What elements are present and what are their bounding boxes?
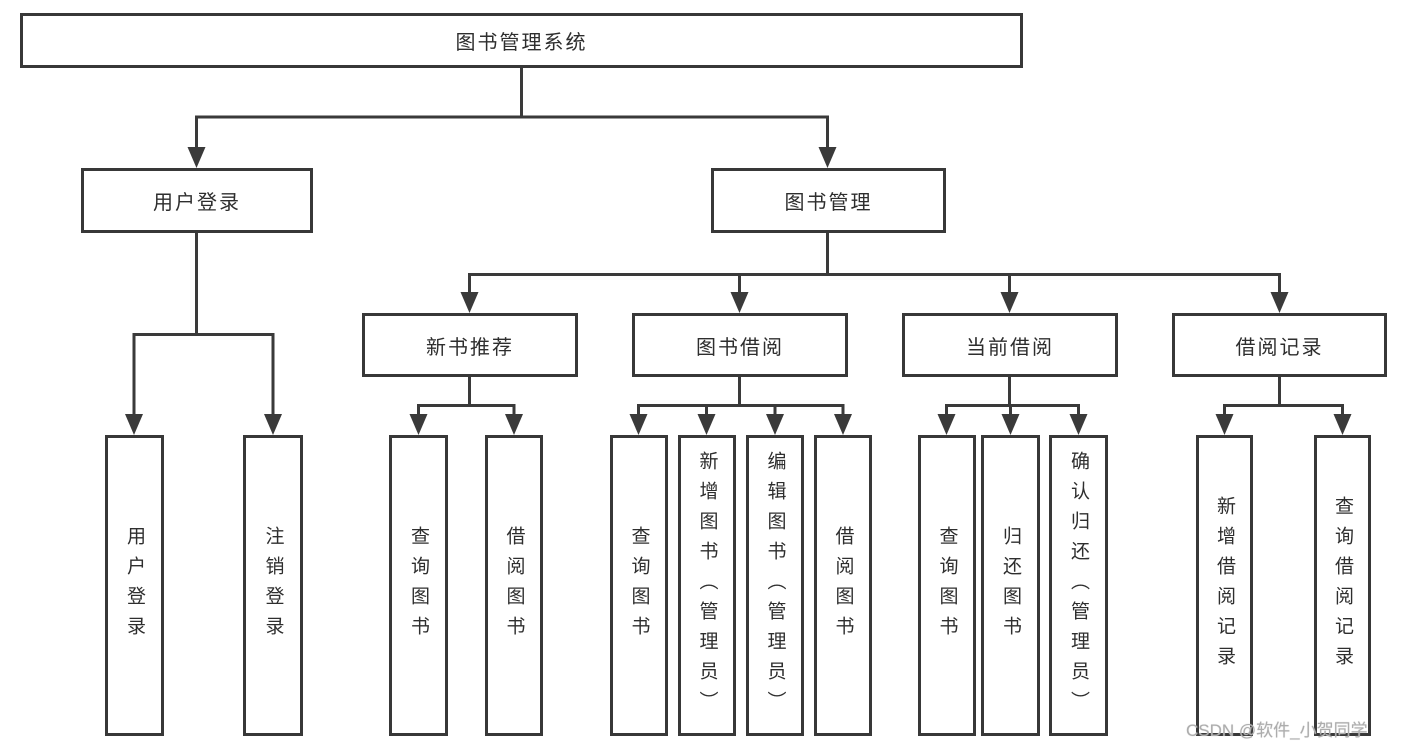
leaf-query-books-recommend: 查询图书: [389, 435, 448, 736]
leaf-add-borrow-record: 新增借阅记录: [1196, 435, 1253, 736]
leaf-query-books-borrow-label: 查询图书: [628, 525, 650, 646]
node-borrow-record-label: 借阅记录: [1235, 336, 1324, 359]
leaf-query-borrow-record: 查询借阅记录: [1314, 435, 1371, 736]
node-new-book-recommend-label: 新书推荐: [426, 336, 514, 359]
leaf-add-book-admin: 新增图书（管理员）: [678, 435, 736, 736]
leaf-query-books-borrow: 查询图书: [610, 435, 668, 736]
leaf-confirm-return-admin-label: 确认归还（管理员）: [1068, 450, 1089, 721]
node-root-system: 图书管理系统: [20, 13, 1023, 68]
leaf-query-books-current-label: 查询图书: [936, 525, 958, 646]
leaf-query-books-recommend-label: 查询图书: [408, 525, 429, 646]
leaf-confirm-return-admin: 确认归还（管理员）: [1049, 435, 1108, 736]
node-current-borrow-label: 当前借阅: [966, 336, 1054, 359]
leaf-add-borrow-record-label: 新增借阅记录: [1214, 495, 1235, 676]
node-user-login: 用户登录: [81, 168, 313, 233]
node-root-label: 图书管理系统: [455, 32, 588, 54]
leaf-borrow-books-label: 借阅图书: [832, 525, 854, 646]
leaf-borrow-books-recommend-label: 借阅图书: [503, 525, 525, 646]
node-book-management-label: 图书管理: [784, 192, 873, 214]
leaf-query-borrow-record-label: 查询借阅记录: [1332, 495, 1353, 676]
leaf-query-books-current: 查询图书: [918, 435, 976, 736]
leaf-return-book-label: 归还图书: [1000, 525, 1021, 646]
leaf-user-login-label: 用户登录: [124, 525, 145, 646]
leaf-edit-book-admin-label: 编辑图书（管理员）: [764, 450, 786, 721]
leaf-borrow-books: 借阅图书: [814, 435, 872, 736]
leaf-borrow-books-recommend: 借阅图书: [485, 435, 543, 736]
leaf-add-book-admin-label: 新增图书（管理员）: [696, 450, 718, 721]
leaf-edit-book-admin: 编辑图书（管理员）: [746, 435, 804, 736]
leaf-logout: 注销登录: [243, 435, 303, 736]
leaf-return-book: 归还图书: [981, 435, 1040, 736]
node-book-borrow: 图书借阅: [632, 313, 848, 377]
csdn-watermark: CSDN @软件_小贺同学: [1186, 721, 1368, 740]
node-new-book-recommend: 新书推荐: [362, 313, 578, 377]
node-book-borrow-label: 图书借阅: [696, 336, 784, 359]
leaf-logout-label: 注销登录: [262, 525, 284, 646]
node-book-management: 图书管理: [711, 168, 946, 233]
node-borrow-record: 借阅记录: [1172, 313, 1387, 377]
arrow-down-icons: [125, 147, 1352, 435]
leaf-user-login: 用户登录: [105, 435, 164, 736]
node-user-login-label: 用户登录: [153, 192, 241, 214]
node-current-borrow: 当前借阅: [902, 313, 1118, 377]
